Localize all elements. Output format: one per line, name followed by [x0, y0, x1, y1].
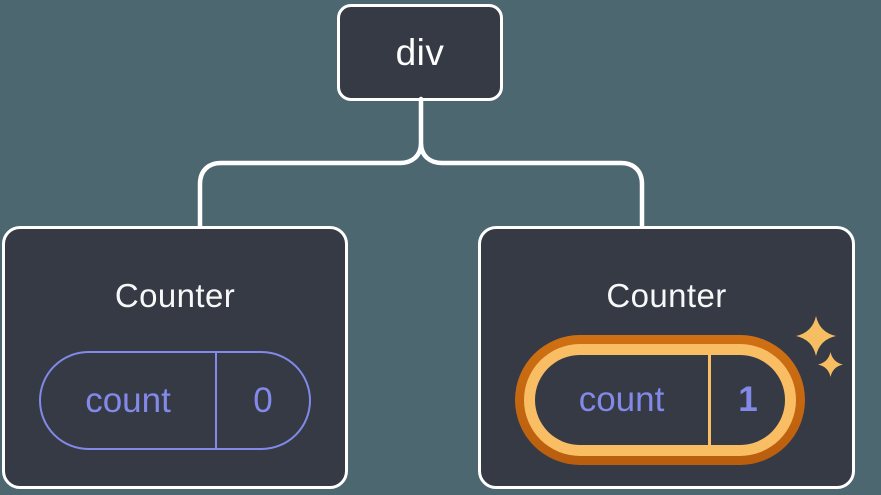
counter-card-left: Counter count 0: [2, 226, 348, 489]
state-key-label: count: [578, 380, 665, 419]
component-title: Counter: [114, 277, 236, 314]
state-badge-divider: [215, 353, 217, 448]
connector-path: [197, 96, 645, 230]
highlight-ring-inner: count 1: [524, 344, 796, 456]
tree-root-node: div: [337, 4, 503, 101]
root-node-label: div: [395, 31, 445, 73]
component-title: Counter: [606, 277, 727, 314]
state-key-label: count: [85, 380, 171, 420]
state-badge-highlighted: count 1: [535, 355, 785, 445]
counter-card-right: Counter count 1: [478, 226, 855, 489]
highlight-ring-outer: count 1: [515, 335, 805, 465]
state-badge: count 0: [39, 351, 311, 450]
state-badge-divider: [708, 355, 711, 445]
state-value: 0: [253, 380, 273, 420]
state-value: 1: [738, 380, 758, 419]
